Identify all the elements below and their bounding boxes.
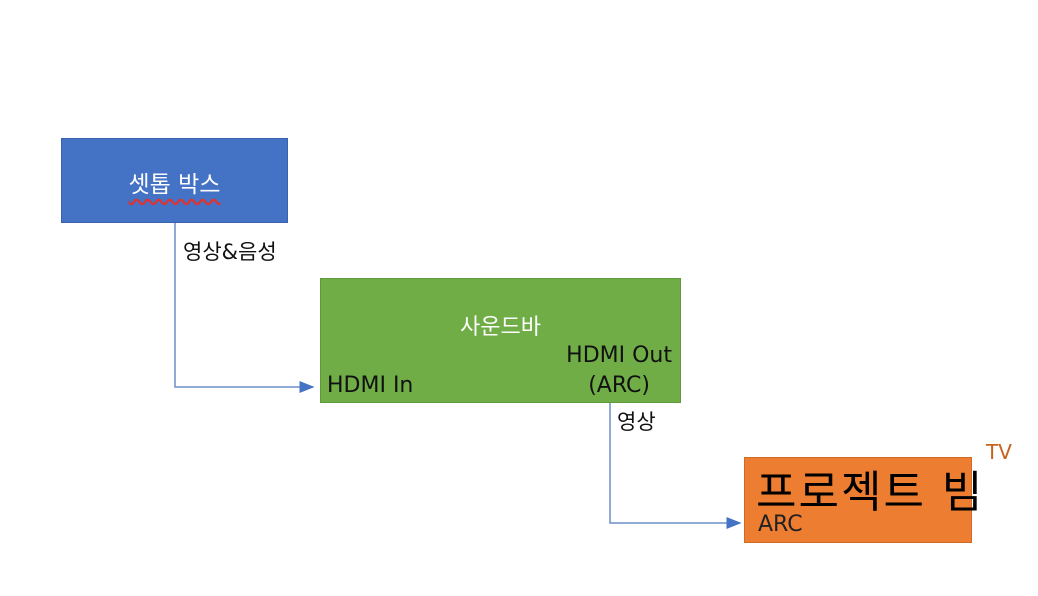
edge-settop-to-soundbar	[174, 223, 315, 393]
edge-label-video: 영상	[617, 410, 656, 434]
settop-box-label: 셋톱 박스	[128, 172, 221, 198]
hdmi-out-port-label: HDMI Out (ARC)	[566, 341, 672, 401]
arc-port-label: ARC	[758, 512, 803, 537]
tv-label: TV	[986, 440, 1012, 464]
projector-label: 프로젝트 빔	[756, 467, 985, 518]
soundbar-node[interactable]: 사운드바 HDMI In HDMI Out (ARC)	[320, 278, 681, 403]
hdmi-in-port-label: HDMI In	[327, 373, 414, 398]
soundbar-label: 사운드바	[460, 315, 541, 340]
edge-label-video-audio: 영상&음성	[183, 240, 277, 264]
settop-box-node[interactable]: 셋톱 박스	[61, 138, 288, 223]
edge-soundbar-to-projector	[609, 403, 742, 529]
projector-node[interactable]	[744, 457, 972, 543]
hdmi-out-line1: HDMI Out	[566, 343, 672, 368]
hdmi-out-line2: (ARC)	[588, 373, 650, 398]
